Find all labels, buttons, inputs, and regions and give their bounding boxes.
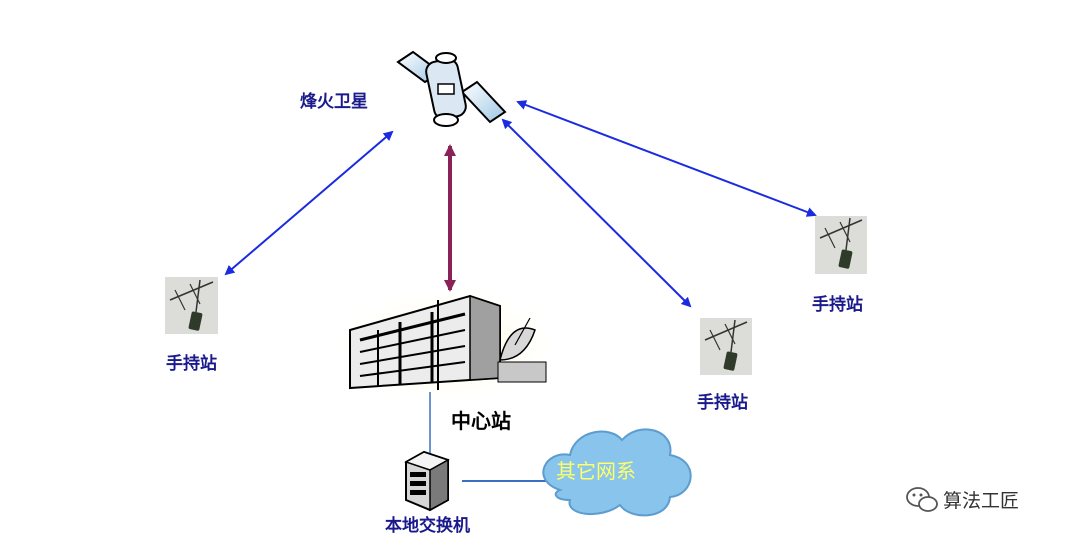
handheld-station-icon xyxy=(815,216,867,274)
satellite-label: 烽火卫星 xyxy=(300,91,368,112)
link-arrow-left-handheld xyxy=(224,130,394,276)
watermark-text: 算法工匠 xyxy=(943,490,1019,512)
local-switch-label: 本地交换机 xyxy=(385,515,470,536)
wechat-icon xyxy=(906,487,938,512)
link-arrow-middle-handheld xyxy=(501,118,692,308)
link-arrow-right-handheld xyxy=(516,100,817,217)
other-network-label: 其它网系 xyxy=(556,459,636,483)
local-switch-icon xyxy=(404,450,450,512)
handheld-station-icon xyxy=(165,277,218,334)
other-network-cloud-icon xyxy=(542,428,692,517)
satellite-icon xyxy=(396,50,507,127)
handheld-label-right: 手持站 xyxy=(812,294,863,315)
handheld-label-middle: 手持站 xyxy=(697,392,748,413)
central-station-icon xyxy=(343,290,553,400)
handheld-station-icon xyxy=(700,318,752,375)
handheld-label-left: 手持站 xyxy=(166,353,217,374)
central-station-label: 中心站 xyxy=(451,409,511,433)
